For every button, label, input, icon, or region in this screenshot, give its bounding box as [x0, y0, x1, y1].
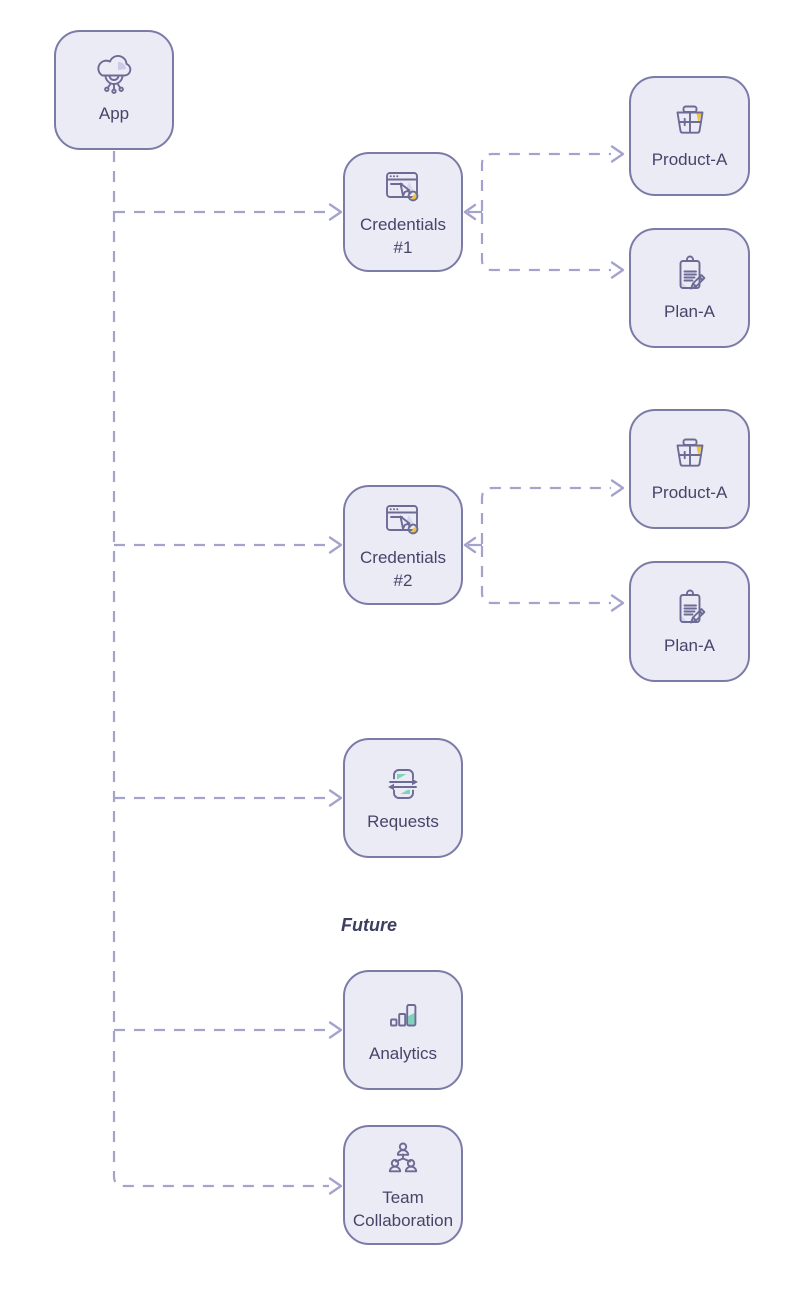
basket-icon	[667, 100, 713, 146]
edge-credentials2-product-a	[480, 486, 611, 544]
node-label: Product-A	[651, 483, 728, 503]
node-team-collaboration: Team Collaboration	[343, 1125, 463, 1245]
node-label: Plan-A	[663, 635, 716, 655]
basket-icon	[667, 433, 713, 479]
node-product-a-2: Product-A	[629, 409, 750, 529]
node-credentials-1: Credentials #1	[343, 152, 463, 272]
node-app: App	[54, 30, 174, 150]
edge-credentials1-plan-a	[480, 213, 611, 272]
arrowhead-icon	[463, 536, 477, 554]
node-credentials-2: Credentials #2	[343, 485, 463, 605]
node-product-a-1: Product-A	[629, 76, 750, 196]
node-label: App	[98, 104, 130, 124]
clipboard-pencil-icon	[667, 586, 713, 632]
edge-credentials2-plan-a	[480, 546, 611, 605]
node-label: Team Collaboration	[352, 1188, 454, 1230]
edge-credentials1-product-a	[480, 152, 611, 211]
node-label: Analytics	[368, 1044, 438, 1064]
window-key-icon	[380, 498, 426, 544]
node-analytics: Analytics	[343, 970, 463, 1090]
edge-app-trunk	[112, 151, 329, 1188]
window-key-icon	[380, 165, 426, 211]
arrowhead-icon	[463, 203, 477, 221]
arrowhead-icon	[610, 479, 625, 497]
arrowhead-icon	[610, 145, 625, 163]
node-plan-a-1: Plan-A	[629, 228, 750, 348]
node-plan-a-2: Plan-A	[629, 561, 750, 682]
clipboard-pencil-icon	[667, 252, 713, 298]
arrowhead-icon	[328, 1177, 343, 1195]
node-label: Product-A	[651, 150, 728, 170]
arrowhead-icon	[328, 789, 343, 807]
node-label: Requests	[367, 812, 439, 832]
cloud-app-icon	[91, 54, 137, 100]
arrowhead-icon	[610, 261, 625, 279]
node-requests: Requests	[343, 738, 463, 858]
arrowhead-icon	[328, 536, 343, 554]
arrowhead-icon	[328, 1021, 343, 1039]
node-label: Plan-A	[663, 302, 716, 322]
team-people-icon	[380, 1138, 426, 1184]
future-section-label: Future	[341, 915, 397, 935]
arrowhead-icon	[610, 594, 625, 612]
node-label: Credentials #2	[360, 548, 446, 590]
swap-cards-icon	[380, 762, 426, 808]
node-label: Credentials #1	[360, 215, 446, 257]
bar-chart-icon	[380, 994, 426, 1040]
arrowhead-icon	[328, 203, 343, 221]
